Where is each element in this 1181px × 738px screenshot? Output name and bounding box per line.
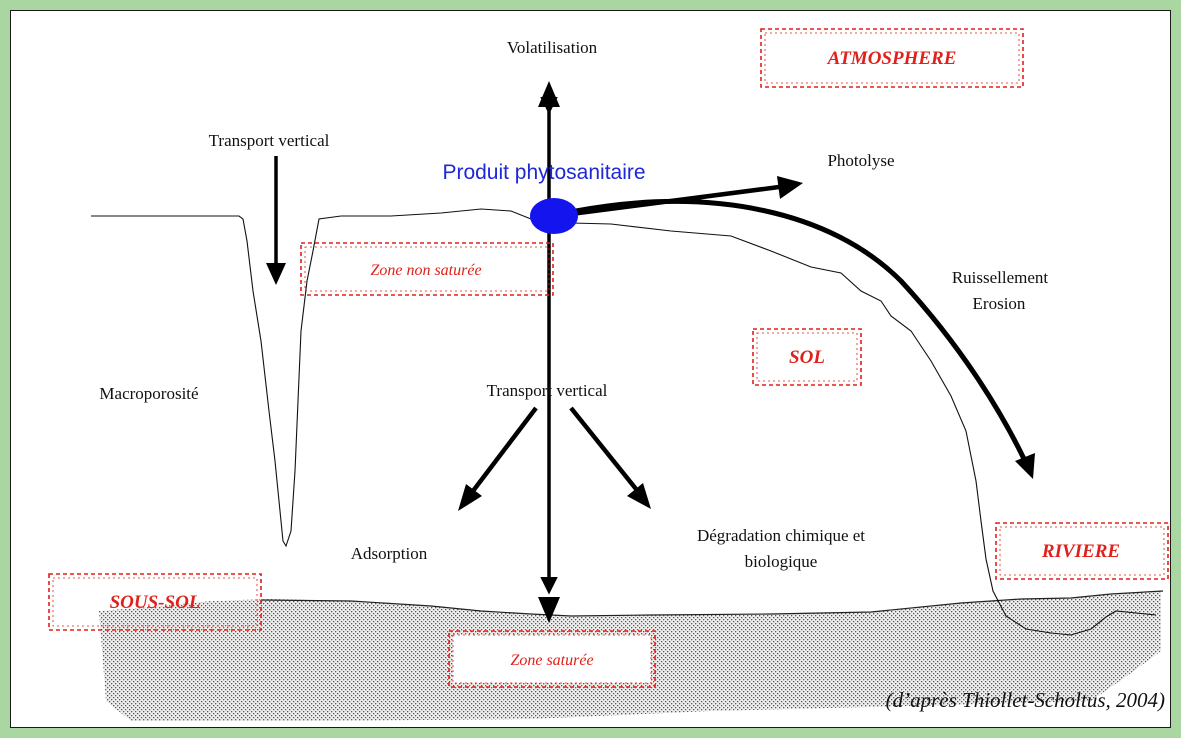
zone-label-non-saturee: Zone non saturée xyxy=(370,262,481,279)
arrow-icon xyxy=(1015,453,1035,479)
arrow-icon xyxy=(777,176,803,199)
label-transport-vertical-mid: Transport vertical xyxy=(487,381,608,400)
zone-box-atmosphere: ATMOSPHERE xyxy=(760,28,1024,88)
soil-surface-line xyxy=(91,208,1157,636)
pesticide-blob xyxy=(530,198,578,234)
label-degradation-line1: Dégradation chimique et xyxy=(697,526,865,545)
adsorption-arrow xyxy=(471,406,538,493)
zone-box-non-saturee: Zone non saturée xyxy=(300,242,554,296)
zone-label-sous-sol: SOUS-SOL xyxy=(110,592,201,613)
diagram-frame: ATMOSPHERE Zone non saturée SOL RIVIERE … xyxy=(10,10,1171,728)
zone-box-saturee: Zone saturée xyxy=(448,630,656,688)
zone-label-atmosphere: ATMOSPHERE xyxy=(827,48,957,69)
zone-box-riviere: RIVIERE xyxy=(995,522,1169,580)
label-volatilisation: Volatilisation xyxy=(507,38,598,57)
zone-label-saturee: Zone saturée xyxy=(510,652,593,669)
zone-box-sol: SOL xyxy=(752,328,862,386)
water-table-line xyxy=(260,590,1164,617)
label-degradation-line2: biologique xyxy=(745,552,818,571)
soil-fate-diagram: ATMOSPHERE Zone non saturée SOL RIVIERE … xyxy=(48,28,1169,721)
arrow-icon xyxy=(266,263,286,285)
label-adsorption: Adsorption xyxy=(351,544,428,563)
zone-box-sous-sol: SOUS-SOL xyxy=(48,573,262,631)
arrow-icon xyxy=(458,484,482,511)
source-credit: (d’après Thiollet-Scholtus, 2004) xyxy=(886,688,1165,712)
label-macroporosite: Macroporosité xyxy=(99,384,198,403)
runoff-arrow xyxy=(575,199,1028,463)
label-erosion: Erosion xyxy=(973,294,1026,313)
zone-label-sol: SOL xyxy=(789,347,825,368)
arrow-icon xyxy=(538,597,560,623)
label-photolyse: Photolyse xyxy=(827,151,894,170)
arrow-icon xyxy=(538,81,560,107)
label-transport-vertical-top: Transport vertical xyxy=(209,131,330,150)
zone-label-riviere: RIVIERE xyxy=(1041,541,1120,562)
label-ruissellement: Ruissellement xyxy=(952,268,1049,287)
degradation-arrow xyxy=(569,406,638,491)
label-produit-phytosanitaire: Produit phytosanitaire xyxy=(442,161,645,184)
arrow-icon xyxy=(627,483,651,509)
